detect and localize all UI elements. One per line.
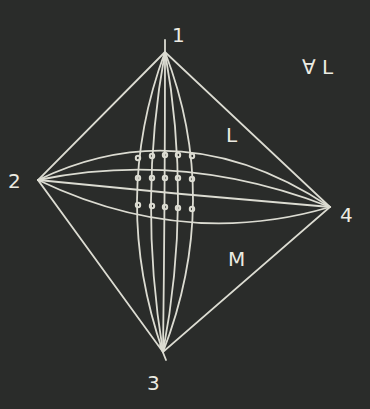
lens-curve <box>38 170 330 207</box>
curve-label: M <box>226 248 247 270</box>
lens-curve <box>163 52 178 352</box>
vertex-number: 3 <box>145 372 162 394</box>
lens-curve <box>163 52 165 352</box>
vertex-number: 1 <box>170 24 187 46</box>
vertex-number: 2 <box>6 170 23 192</box>
vertex-number: 4 <box>338 204 355 226</box>
intersection-dots <box>136 153 194 211</box>
lens-curve <box>163 52 193 352</box>
note: ∀ L <box>300 56 335 78</box>
chalk-lines <box>38 40 330 360</box>
lens-curve <box>137 52 165 352</box>
lens-curve <box>38 180 330 223</box>
tick <box>160 345 166 360</box>
outer-diamond <box>38 52 330 352</box>
curve-label: L <box>224 124 239 146</box>
tick <box>164 40 166 60</box>
lens-curve <box>38 180 330 207</box>
lens-curve <box>151 52 165 352</box>
